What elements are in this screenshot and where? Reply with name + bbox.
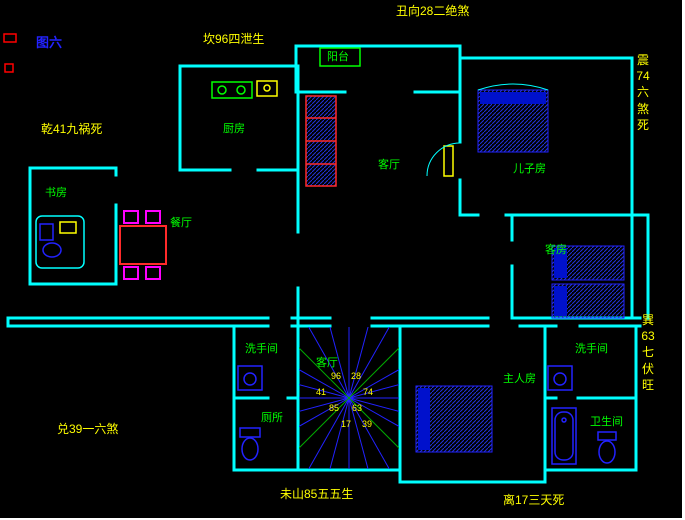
toilet-right — [597, 431, 617, 464]
room-label-master-room: 主人房 — [503, 373, 536, 385]
red-reference-marks — [3, 33, 17, 73]
room-label-balcony: 阳台 — [327, 51, 349, 63]
annotation-zhen: 震 74 六 煞 死 — [636, 53, 650, 132]
annotation-kan: 坎96四泄生 — [203, 32, 265, 46]
toilet-left — [239, 427, 261, 461]
walls — [6, 44, 650, 484]
annotation-dui: 兑39一六煞 — [57, 422, 119, 436]
compass-number: 39 — [362, 419, 373, 429]
annotation-qian: 乾41九祸死 — [41, 122, 103, 136]
annotation-top: 丑向28二绝煞 — [396, 4, 470, 18]
balcony-label-frame — [319, 47, 361, 67]
sofa — [305, 95, 337, 187]
room-label-kitchen: 厨房 — [223, 123, 245, 135]
screenshot-right-border — [682, 0, 685, 520]
compass-number: 74 — [363, 387, 374, 397]
guest-beds — [551, 245, 625, 319]
room-label-bathroom: 卫生间 — [590, 416, 623, 428]
room-label-son-room: 儿子房 — [513, 163, 546, 175]
study-desk — [35, 215, 85, 269]
bathtub — [551, 407, 577, 465]
compass-number: 41 — [316, 387, 327, 397]
compass-number: 63 — [352, 403, 363, 413]
figure-label: 图六 — [36, 35, 63, 50]
screenshot-bottom-border — [0, 518, 685, 520]
compass-number: 17 — [341, 419, 352, 429]
room-label-dining: 餐厅 — [170, 217, 192, 229]
annotation-li: 离17三天死 — [503, 493, 565, 507]
room-label-living: 客厅 — [378, 159, 400, 171]
sink-right — [547, 365, 573, 391]
master-bed — [415, 385, 493, 453]
compass-fan — [299, 327, 399, 469]
entry-door — [426, 142, 461, 177]
stove — [211, 81, 253, 99]
room-label-stair-hall: 客厅 — [316, 357, 338, 369]
kitchen-sink — [256, 80, 278, 97]
room-label-study: 书房 — [45, 187, 67, 199]
compass-number: 28 — [351, 371, 362, 381]
room-label-toilet: 厕所 — [261, 412, 283, 424]
sink-left — [237, 365, 263, 391]
son-bed — [477, 83, 549, 153]
annotation-xun: 巽 63 七 伏 旺 — [641, 313, 655, 392]
dining-table — [119, 210, 167, 280]
compass-number: 85 — [329, 403, 340, 413]
compass-number: 96 — [331, 371, 342, 381]
annotation-weishan: 未山85五五生 — [280, 487, 354, 501]
room-label-washroom-right: 洗手间 — [575, 343, 608, 355]
room-label-guest-room: 客房 — [545, 244, 567, 256]
room-label-washroom-left: 洗手间 — [245, 343, 278, 355]
